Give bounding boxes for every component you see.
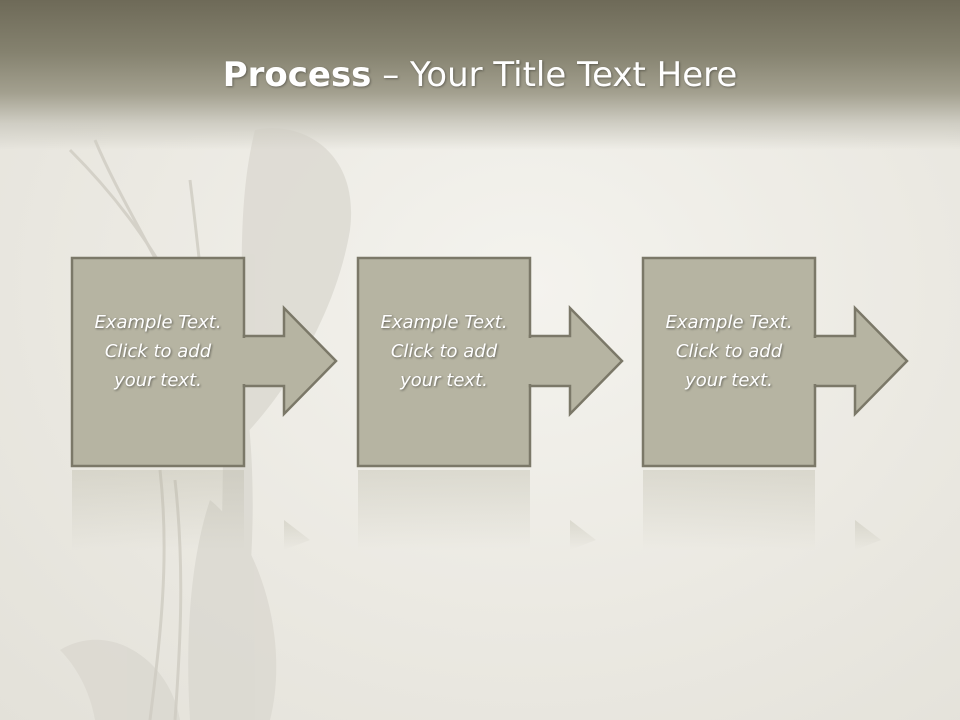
step-box-arrow-shape bbox=[70, 256, 338, 468]
header-band bbox=[0, 0, 960, 150]
step-box-arrow-shape bbox=[356, 256, 624, 468]
step-text[interactable]: Example Text. Click to add your text. bbox=[665, 311, 793, 391]
process-step-2[interactable]: Example Text. Click to add your text. bbox=[356, 256, 696, 468]
step-box-arrow-shape bbox=[641, 256, 909, 468]
process-step-3[interactable]: Example Text. Click to add your text. bbox=[641, 256, 960, 468]
step-text[interactable]: Example Text. Click to add your text. bbox=[380, 311, 508, 391]
process-step-1[interactable]: Example Text. Click to add your text. bbox=[70, 256, 410, 468]
title-rest-part: – Your Title Text Here bbox=[371, 55, 738, 95]
step-text[interactable]: Example Text. Click to add your text. bbox=[94, 311, 222, 391]
slide-title: Process – Your Title Text Here bbox=[0, 50, 960, 100]
title-bold-part: Process bbox=[222, 55, 372, 95]
